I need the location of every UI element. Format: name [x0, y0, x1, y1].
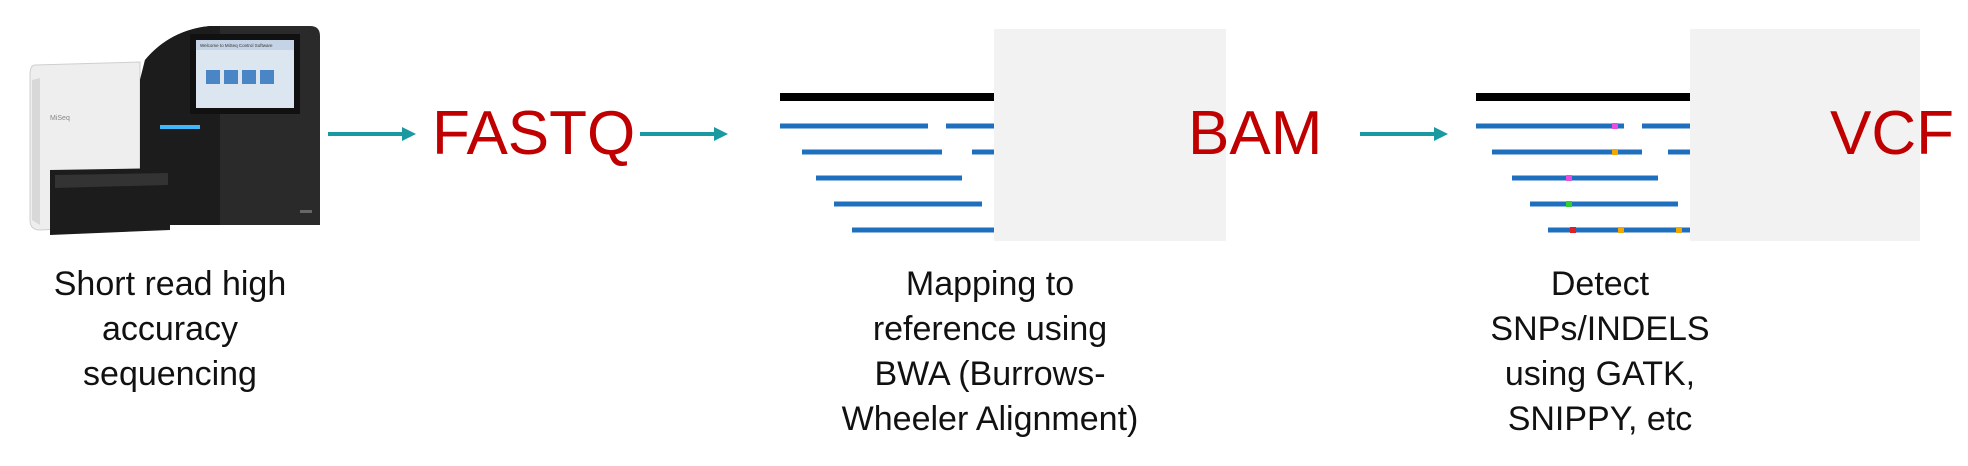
variant-marker — [1566, 201, 1572, 207]
vcf-backdrop — [1690, 29, 1920, 241]
variant-marker — [1612, 149, 1618, 155]
caption-sequencing: Short read high accuracy sequencing — [0, 262, 340, 397]
caption-detect-text: Detect SNPs/INDELS using GATK, SNIPPY, e… — [1490, 265, 1710, 438]
caption-sequencing-text: Short read high accuracy sequencing — [53, 265, 287, 393]
screen-title: Welcome to MiSeq Control Software — [200, 43, 273, 48]
format-label-fastq: FASTQ — [432, 99, 636, 168]
variant-marker — [1618, 227, 1624, 233]
sequencer-machine-icon: MiSeq Welcome to MiSeq Control Software — [29, 26, 320, 235]
caption-mapping-text: Mapping to reference using BWA (Burrows-… — [841, 265, 1139, 438]
alignment-reads-diagram — [780, 93, 994, 233]
arrow-right-icon — [640, 127, 728, 141]
caption-detect: Detect SNPs/INDELS using GATK, SNIPPY, e… — [1450, 262, 1750, 442]
variant-marker — [1570, 227, 1576, 233]
variant-marker — [1612, 123, 1618, 129]
format-label-vcf: VCF — [1830, 99, 1954, 168]
arrow-right-icon — [1360, 127, 1448, 141]
bam-backdrop — [994, 29, 1226, 241]
format-label-bam: BAM — [1188, 99, 1323, 168]
variant-marker — [1566, 175, 1572, 181]
arrow-right-icon — [328, 127, 416, 141]
caption-mapping: Mapping to reference using BWA (Burrows-… — [810, 262, 1170, 442]
variant-marker — [1676, 227, 1682, 233]
machine-brand: MiSeq — [50, 115, 70, 122]
variant-reads-diagram — [1476, 93, 1690, 233]
